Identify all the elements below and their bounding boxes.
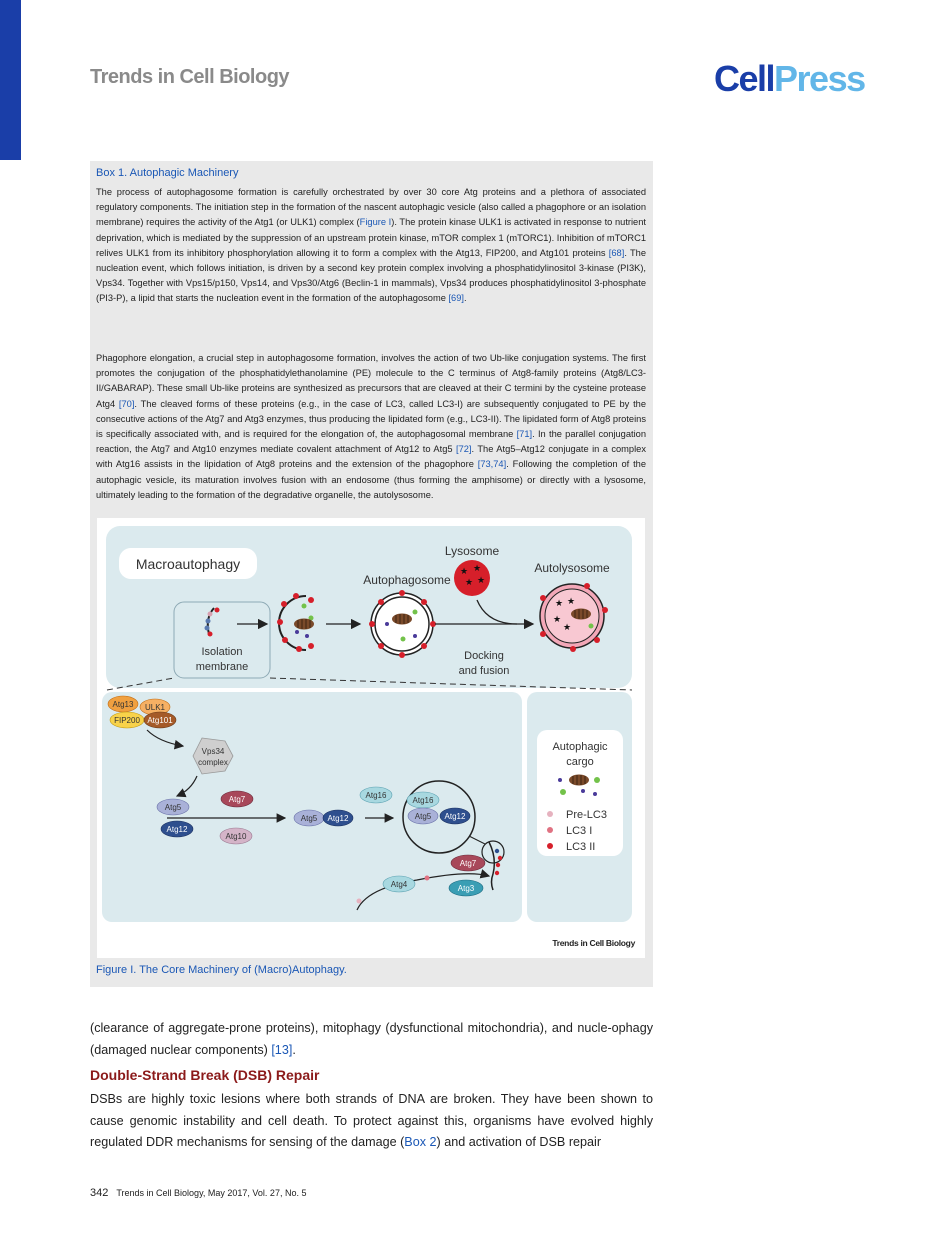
page-number: 342	[90, 1187, 109, 1199]
autophagosome-label: Autophagosome	[363, 573, 451, 587]
atg12-label: Atg12	[167, 825, 188, 834]
isolation-label-2: membrane	[196, 661, 249, 673]
section-heading: Double-Strand Break (DSB) Repair	[90, 1067, 320, 1083]
atg16-label: Atg16	[366, 791, 387, 800]
footer-citation: Trends in Cell Biology, May 2017, Vol. 2…	[116, 1188, 307, 1198]
figure-caption: Figure I. The Core Machinery of (Macro)A…	[96, 964, 347, 976]
ref-link[interactable]: [13]	[271, 1042, 293, 1057]
box-paragraph-2: Phagophore elongation, a crucial step in…	[96, 353, 646, 500]
figure-1: Macroautophagy Isolation membrane	[97, 518, 645, 958]
atg10-label: Atg10	[226, 832, 247, 841]
legend-box	[537, 730, 623, 856]
lysosome-label: Lysosome	[445, 544, 500, 558]
legend-pre-lc3: Pre-LC3	[566, 809, 607, 821]
figure-link[interactable]: Figure I	[359, 217, 392, 228]
box-paragraph-1: The process of autophagosome formation i…	[96, 187, 646, 304]
body-paragraph-2: DSBs are highly toxic lesions where both…	[90, 1092, 653, 1149]
atg7-lc3-label: Atg7	[460, 859, 477, 868]
box-link[interactable]: Box 2	[404, 1135, 437, 1149]
ref-link[interactable]: [71]	[516, 429, 533, 440]
ref-link[interactable]: [70]	[118, 398, 135, 409]
macroautophagy-label-box	[119, 548, 257, 579]
macroautophagy-label: Macroautophagy	[136, 556, 240, 572]
atg16-complex-label: Atg16	[413, 796, 434, 805]
svg-text:★: ★	[553, 614, 561, 624]
isolation-label-1: Isolation	[202, 646, 243, 658]
ref-link[interactable]: [73,74]	[477, 459, 507, 470]
ulk1-label: ULK1	[145, 703, 166, 712]
atg101-label: Atg101	[147, 716, 173, 725]
vps34-label-1: Vps34	[202, 747, 225, 756]
cargo-label-1: Autophagic	[552, 741, 608, 753]
ref-link[interactable]: [68]	[608, 247, 625, 258]
svg-text:★: ★	[555, 598, 563, 608]
atg12-complex-label: Atg12	[445, 812, 466, 821]
box-title: Box 1. Autophagic Machinery	[96, 167, 239, 179]
atg7-label: Atg7	[229, 795, 246, 804]
page-footer: 342 Trends in Cell Biology, May 2017, Vol…	[90, 1187, 306, 1199]
autolysosome-label: Autolysosome	[534, 561, 610, 575]
vps34-complex	[192, 737, 234, 775]
svg-text:★: ★	[567, 596, 575, 606]
lysosome	[454, 560, 490, 596]
atg3-label: Atg3	[458, 884, 475, 893]
atg5-conjugate-label: Atg5	[301, 814, 318, 823]
fip200-label: FIP200	[114, 716, 140, 725]
legend-lc3-1: LC3 I	[566, 825, 592, 837]
atg5-complex-label: Atg5	[415, 812, 432, 821]
ref-link[interactable]: [72]	[455, 444, 472, 455]
isolation-membrane-inset	[173, 601, 271, 679]
atg13-label: Atg13	[113, 700, 134, 709]
atg4-label: Atg4	[391, 880, 408, 889]
atg12-conjugate-label: Atg12	[328, 814, 349, 823]
docking-label-2: and fusion	[459, 665, 510, 677]
atg5-label: Atg5	[165, 803, 182, 812]
vps34-label-2: complex	[198, 758, 228, 767]
cargo-label-2: cargo	[566, 756, 594, 768]
docking-label-1: Docking	[464, 650, 504, 662]
box-1: Box 1. Autophagic Machinery The process …	[90, 161, 653, 987]
svg-text:★: ★	[473, 563, 481, 573]
autophagy-diagram: Macroautophagy Isolation membrane	[102, 526, 633, 922]
body-paragraph-1: (clearance of aggregate-prone proteins),…	[90, 1021, 653, 1057]
ref-link[interactable]: [69]	[448, 293, 464, 304]
svg-text:★: ★	[465, 577, 473, 587]
magnified-membrane	[402, 780, 476, 854]
cellpress-logo[interactable]: CellPress	[714, 58, 866, 99]
journal-color-bar	[0, 0, 21, 160]
figure-credit: Trends in Cell Biology	[552, 938, 635, 948]
journal-title: Trends in Cell Biology	[90, 66, 290, 88]
svg-text:★: ★	[563, 622, 571, 632]
svg-text:★: ★	[477, 575, 485, 585]
svg-text:★: ★	[460, 566, 468, 576]
legend-lc3-2: LC3 II	[566, 841, 595, 853]
